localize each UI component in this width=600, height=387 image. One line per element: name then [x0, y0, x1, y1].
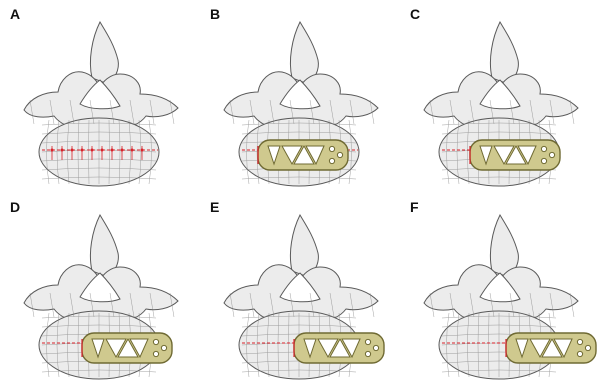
panel-label: C — [410, 6, 420, 22]
panel-label: D — [10, 199, 20, 215]
lateral-cage-implant — [294, 333, 384, 363]
vertebra-illustration — [0, 0, 200, 193]
implant-hole — [549, 152, 554, 157]
panel-label: F — [410, 199, 419, 215]
panel-c: C — [400, 0, 600, 193]
implant-hole — [153, 351, 158, 356]
implant-hole — [541, 146, 546, 151]
panel-label: A — [10, 6, 20, 22]
implant-hole — [329, 158, 334, 163]
lateral-cage-implant — [470, 140, 560, 170]
implant-hole — [161, 345, 166, 350]
panel-e: E — [200, 193, 400, 386]
panel-label: E — [210, 199, 219, 215]
vertebra-illustration — [200, 0, 400, 193]
panel-b: B — [200, 0, 400, 193]
vertebra-illustration — [200, 193, 400, 386]
implant-hole — [329, 146, 334, 151]
vertebra-illustration — [0, 193, 200, 386]
implant-hole — [585, 345, 590, 350]
panel-f: F — [400, 193, 600, 386]
panel-label: B — [210, 6, 220, 22]
implant-hole — [373, 345, 378, 350]
implant-hole — [337, 152, 342, 157]
implant-hole — [153, 339, 158, 344]
implant-hole — [365, 351, 370, 356]
lateral-cage-implant — [506, 333, 596, 363]
vertebra-illustration — [400, 0, 600, 193]
lateral-cage-implant — [82, 333, 172, 363]
panel-a: A — [0, 0, 200, 193]
lateral-cage-implant — [258, 140, 348, 170]
implant-hole — [365, 339, 370, 344]
panel-d: D — [0, 193, 200, 386]
implant-hole — [541, 158, 546, 163]
vertebra-illustration — [400, 193, 600, 386]
implant-hole — [577, 351, 582, 356]
implant-hole — [577, 339, 582, 344]
